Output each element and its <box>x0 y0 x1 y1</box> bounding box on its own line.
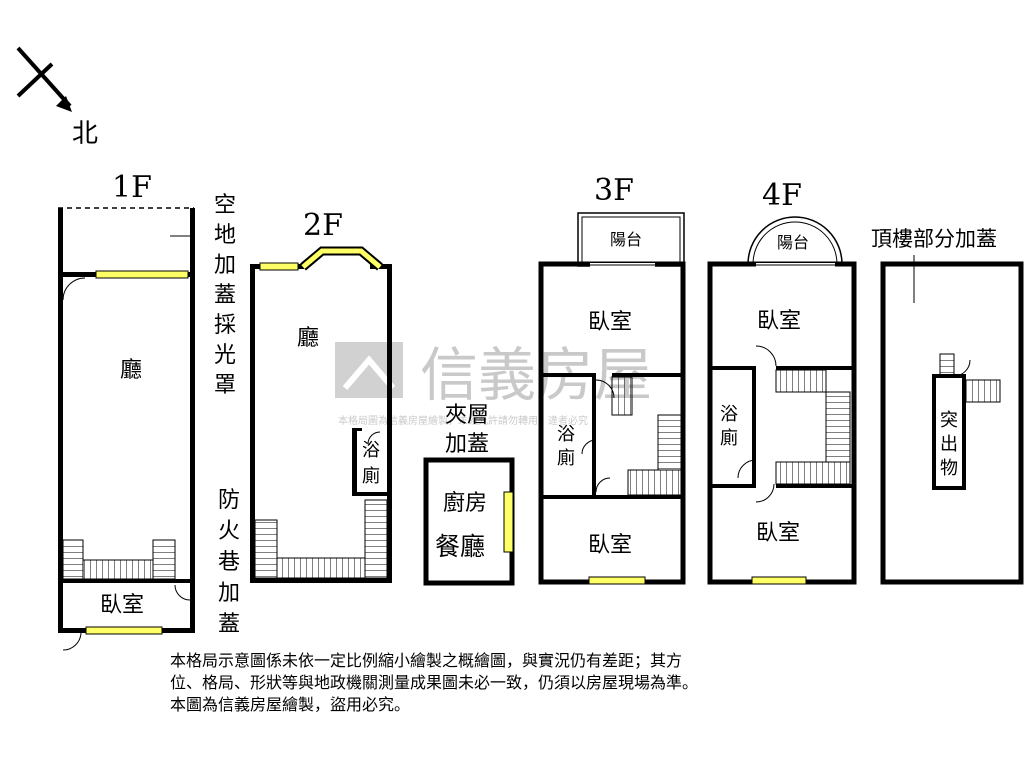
svg-text:採: 採 <box>214 313 236 338</box>
brand-logo-icon <box>335 342 403 398</box>
f3-bath-label-2: 廁 <box>557 447 575 469</box>
mezz-title-2: 加蓋 <box>445 432 489 457</box>
firelane-annotation: 防 火 巷 加 蓋 <box>218 488 240 637</box>
f4-bedroom-north-label: 臥室 <box>757 309 801 334</box>
skylight-annotation: 空 地 加 蓋 採 光 罩 <box>214 193 236 398</box>
svg-text:光: 光 <box>214 343 236 368</box>
svg-text:加: 加 <box>218 581 240 606</box>
svg-text:巷: 巷 <box>218 550 240 575</box>
svg-text:罩: 罩 <box>214 373 236 398</box>
mezz-kitchen-label: 廚房 <box>443 491 487 516</box>
floor-mezzanine: 夾層 加蓋 廚房 餐廳 <box>423 403 515 586</box>
floor-3f: 3F 陽台 臥室 浴 廁 臥室 <box>538 173 686 585</box>
roof-protrusion-2: 出 <box>940 434 958 455</box>
svg-text:地: 地 <box>214 223 236 248</box>
floor-2f-title: 2F <box>303 208 343 243</box>
disclaimer-note: 本格局示意圖係未依一定比例縮小繪製之概繪圖，與實況仍有差距；其方 位、格局、形狀… <box>170 650 890 716</box>
floor-4f-title: 4F <box>762 178 802 213</box>
f3-bath-label-1: 浴 <box>557 424 575 445</box>
f2-living-label: 廳 <box>297 326 319 351</box>
mezz-title-1: 夾層 <box>445 403 489 428</box>
roof-protrusion-1: 突 <box>940 410 958 431</box>
disclaimer-line-3: 本圖為信義房屋繪製，盜用必究。 <box>170 695 411 714</box>
floor-2f: 2F 浴 廁 廳 <box>250 208 392 583</box>
disclaimer-line-2: 位、格局、形狀等與地政機關測量成果圖未必一致，仍須以房屋現場為準。 <box>170 673 699 692</box>
f4-balcony-label: 陽台 <box>777 233 809 252</box>
north-arrow-icon <box>16 46 72 112</box>
north-label: 北 <box>72 119 98 149</box>
svg-text:加: 加 <box>214 253 236 278</box>
svg-text:蓋: 蓋 <box>218 612 240 637</box>
f2-bath-label-2: 廁 <box>362 465 380 487</box>
svg-text:空: 空 <box>214 193 236 218</box>
floor-4f: 4F 陽台 臥室 浴 廁 臥室 <box>707 178 857 585</box>
f4-bedroom-south-label: 臥室 <box>756 521 800 546</box>
floor-1f: 1F 廳 臥室 <box>58 170 195 651</box>
roof-protrusion-3: 物 <box>940 458 958 479</box>
svg-text:火: 火 <box>218 519 240 544</box>
watermark-tagline: 本格局圖為信義房屋繪製，未經允許請勿轉用，違者必究 <box>338 414 588 427</box>
f3-bedroom-north-label: 臥室 <box>588 310 632 335</box>
f3-balcony-label: 陽台 <box>610 230 642 249</box>
f1-living-label: 廳 <box>120 358 142 383</box>
floor-1f-title: 1F <box>112 170 152 205</box>
f4-bath-label-1: 浴 <box>720 404 738 425</box>
f3-bedroom-south-label: 臥室 <box>588 533 632 558</box>
f1-bedroom-label: 臥室 <box>100 593 144 618</box>
disclaimer-line-1: 本格局示意圖係未依一定比例縮小繪製之概繪圖，與實況仍有差距；其方 <box>170 651 683 670</box>
f2-bath-label-1: 浴 <box>362 440 380 461</box>
mezz-dining-label: 餐廳 <box>435 532 485 561</box>
floor-roof: 頂樓部分加蓋 突 出 物 <box>871 227 1024 585</box>
floor-3f-title: 3F <box>594 173 634 208</box>
svg-text:防: 防 <box>218 488 240 513</box>
roof-title: 頂樓部分加蓋 <box>871 227 997 251</box>
svg-text:蓋: 蓋 <box>214 283 236 308</box>
watermark: 信義房屋 本格局圖為信義房屋繪製，未經允許請勿轉用，違者必究 <box>335 341 652 427</box>
f4-bath-label-2: 廁 <box>720 427 738 449</box>
